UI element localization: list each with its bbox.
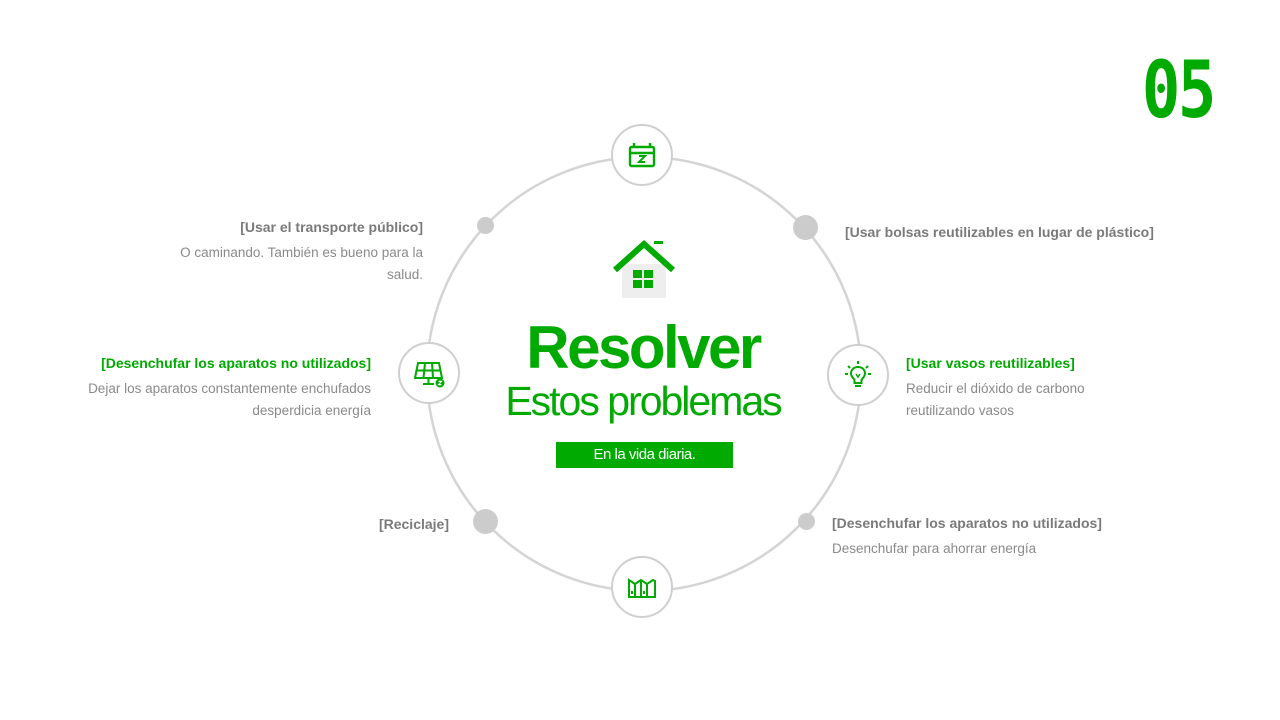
item-title: [Desenchufar los aparatos no utilizados] xyxy=(832,515,1102,531)
battery-icon xyxy=(628,143,656,168)
battery-node xyxy=(611,124,673,186)
solar-panel-node xyxy=(398,342,460,404)
item-desc: Desenchufar para ahorrar energía xyxy=(832,541,1037,556)
ring-dot-bottom-right xyxy=(798,513,815,530)
item-desc: Dejar los aparatos constantemente enchuf… xyxy=(88,381,371,418)
factory-icon xyxy=(628,578,656,598)
ring-dot-top-right xyxy=(793,215,818,240)
item-reusable-cups: [Usar vasos reutilizables] Reducir el di… xyxy=(906,352,1126,422)
item-recycling: [Reciclaje] xyxy=(249,513,449,535)
item-title: [Desenchufar los aparatos no utilizados] xyxy=(101,355,371,371)
item-unplug-appliances-left: [Desenchufar los aparatos no utilizados]… xyxy=(71,352,371,422)
main-title: Resolver xyxy=(526,314,762,381)
item-title: [Usar bolsas reutilizables en lugar de p… xyxy=(845,224,1154,240)
item-public-transport: [Usar el transporte público] O caminando… xyxy=(163,216,423,286)
house-icon xyxy=(612,239,676,298)
page-number: 05 xyxy=(1141,46,1217,136)
factory-node xyxy=(611,556,673,618)
item-unplug-appliances-right: [Desenchufar los aparatos no utilizados]… xyxy=(832,512,1132,560)
ring-dot-top-left xyxy=(477,217,494,234)
solar-panel-icon xyxy=(413,362,445,388)
ring-dot-bottom-left xyxy=(473,509,498,534)
tagline-badge: En la vida diaria. xyxy=(556,442,733,468)
item-reusable-bags: [Usar bolsas reutilizables en lugar de p… xyxy=(845,221,1185,243)
item-title: [Usar el transporte público] xyxy=(240,219,423,235)
item-title: [Reciclaje] xyxy=(378,516,449,532)
lightbulb-icon xyxy=(845,361,871,387)
main-subtitle: Estos problemas xyxy=(505,378,782,424)
item-desc: Reducir el dióxido de carbono reutilizan… xyxy=(906,381,1085,418)
item-title: [Usar vasos reutilizables] xyxy=(906,355,1075,371)
lightbulb-node xyxy=(827,344,889,406)
item-desc: O caminando. También es bueno para la sa… xyxy=(180,245,423,282)
